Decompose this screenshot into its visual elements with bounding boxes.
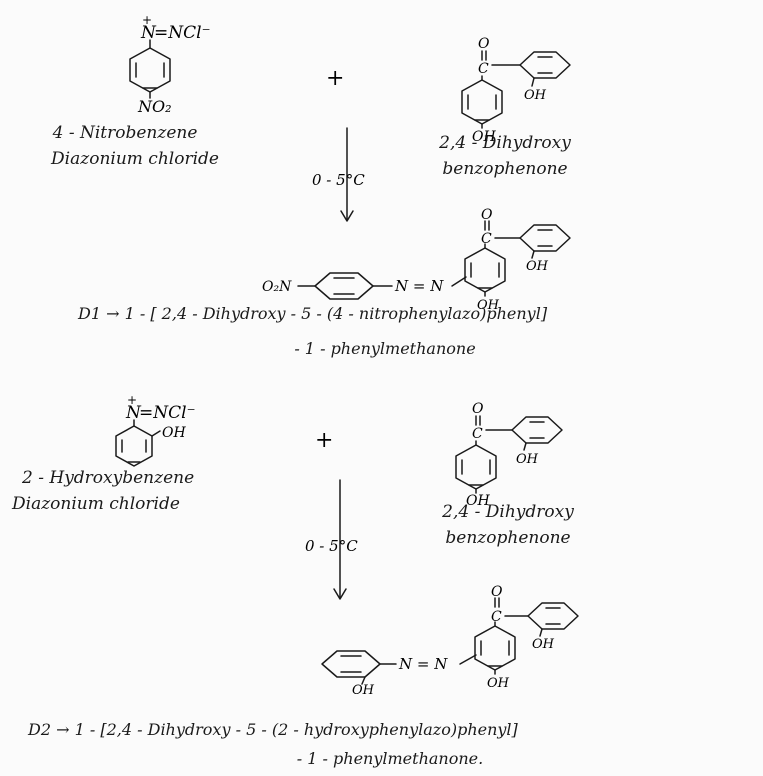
reagent3-name-line2: Diazonium chloride	[12, 494, 180, 514]
phenol-ring	[527, 602, 579, 630]
nitrobenzene-diazonium-structure: N + =NCl⁻ NO₂	[129, 13, 211, 116]
azo-label: N = N	[398, 655, 448, 673]
oh-bond	[523, 442, 527, 451]
reagent1-name-line2: Diazonium chloride	[51, 149, 219, 169]
product-d1-name-line2: - 1 - phenylmethanone	[294, 339, 476, 358]
hydroxyphenyl-ring	[321, 650, 381, 678]
azo-label: N = N	[394, 277, 444, 295]
ketone-c-label: C	[472, 426, 483, 442]
diazo-n-label: N	[140, 23, 157, 43]
product-d2-name-line2: - 1 - phenylmethanone.	[296, 749, 484, 768]
oh-bottom-label: OH	[477, 298, 500, 313]
diazo-rest-label: =NCl⁻	[154, 23, 211, 43]
dihydroxybenzophenone-structure-2: O C OH OH	[455, 401, 563, 509]
product-d2-structure: OH N = N OH C O OH	[321, 584, 579, 698]
arrow-head-1	[340, 210, 354, 222]
condition-label-1: 0 - 5°C	[312, 171, 365, 189]
oh-ring-label: OH	[532, 637, 555, 652]
ketone-o-label: O	[478, 36, 490, 52]
reagent2-name-line1: 2,4 - Dihydroxy	[439, 133, 571, 153]
reagent3-name-line1: 2 - Hydroxybenzene	[22, 468, 195, 488]
oh-bond	[151, 430, 161, 437]
oh-bottom-label: OH	[466, 493, 490, 509]
reagent1-name-line1: 4 - Nitrobenzene	[52, 123, 198, 143]
plus-sign-1: +	[326, 66, 344, 91]
oh-bond	[531, 77, 535, 87]
oh-left-label: OH	[352, 683, 375, 698]
phenol-ring	[511, 416, 563, 444]
product-d2-name-line1: D2 → 1 - [2,4 - Dihydroxy - 5 - (2 - hyd…	[28, 720, 518, 739]
o2n-label: O₂N	[262, 279, 292, 295]
ketone-o-label: O	[472, 401, 484, 417]
azo-ring-bond	[459, 654, 477, 665]
diazo-n-label: N	[125, 403, 142, 423]
oh-ring-label: OH	[524, 88, 547, 103]
ketone-o-label: O	[481, 207, 493, 223]
product-d1-name-line1: D1 → 1 - [ 2,4 - Dihydroxy - 5 - (4 - ni…	[78, 304, 548, 323]
ketone-c-label: C	[478, 61, 489, 77]
product-d1-structure: O₂N N = N OH C O OH	[262, 207, 571, 313]
oh-bond	[531, 250, 535, 259]
nitrophenyl-ring	[314, 272, 374, 300]
oh-label: OH	[162, 425, 186, 441]
arrow-head-2	[333, 588, 347, 600]
nitro-label: NO₂	[137, 97, 172, 116]
oh-bond	[539, 628, 543, 637]
reagent4-name-line2: benzophenone	[445, 528, 571, 548]
ketone-c-label: C	[491, 609, 502, 625]
hydroxybenzene-diazonium-structure: N + =NCl⁻ OH	[115, 393, 196, 467]
phenol-ring	[519, 224, 571, 252]
oh-bottom-label: OH	[487, 676, 510, 691]
diazo-rest-label: =NCl⁻	[139, 403, 196, 423]
reagent4-name-line1: 2,4 - Dihydroxy	[442, 502, 574, 522]
oh-bond	[361, 676, 366, 685]
azo-ring-bond	[451, 276, 467, 287]
ketone-o-label: O	[491, 584, 503, 600]
dihydroxybenzophenone-structure-1: O C OH OH	[461, 36, 571, 145]
diazo-plus-label: +	[142, 13, 152, 27]
plus-sign-2: +	[315, 428, 333, 453]
oh-ring-label: OH	[526, 259, 549, 274]
ketone-c-label: C	[481, 231, 492, 247]
phenol-ring	[519, 51, 571, 79]
condition-label-2: 0 - 5°C	[305, 537, 358, 555]
reagent2-name-line2: benzophenone	[442, 159, 568, 179]
diazo-plus-label: +	[127, 393, 137, 407]
oh-ring-label: OH	[516, 452, 539, 467]
oh-bottom-label: OH	[472, 129, 496, 145]
